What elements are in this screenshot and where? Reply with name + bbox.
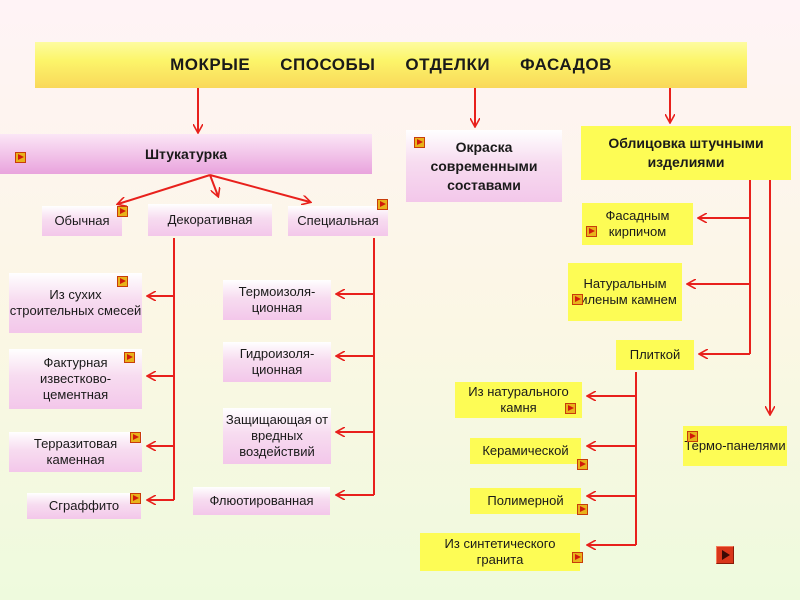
- cladding-label: Облицовка штучными изделиями: [608, 135, 764, 170]
- item-fluorinated-label: Флюотированная: [209, 493, 314, 508]
- play-icon[interactable]: [15, 152, 26, 163]
- play-icon[interactable]: [577, 504, 588, 515]
- item-polymer-label: Полимерной: [487, 493, 564, 508]
- play-icon[interactable]: [572, 294, 583, 305]
- item-stone-label: Натуральным пиленым камнем: [573, 276, 677, 307]
- play-icon[interactable]: [130, 493, 141, 504]
- type-special-label: Специальная: [297, 213, 379, 228]
- play-icon[interactable]: [586, 226, 597, 237]
- item-thermo-insulation: Термоизоля-ционная: [223, 280, 331, 320]
- arrow-plaster-ordinary: [118, 174, 211, 204]
- item-synthetic-granite-label: Из синтетического гранита: [444, 536, 556, 567]
- nav-next-icon[interactable]: [716, 546, 734, 564]
- item-sgraffito-label: Сграффито: [48, 498, 120, 513]
- play-icon[interactable]: [117, 276, 128, 287]
- cladding-box: Облицовка штучными изделиями: [581, 126, 791, 180]
- type-ordinary-label: Обычная: [54, 213, 110, 228]
- play-icon[interactable]: [414, 137, 425, 148]
- arrow-plaster-special: [209, 174, 310, 202]
- item-thermo-insulation-label: Термоизоля-ционная: [238, 284, 316, 315]
- diagram-title: МОКРЫЕ СПОСОБЫ ОТДЕЛКИ ФАСАДОВ: [35, 42, 747, 88]
- item-brick-label: Фасадным кирпичом: [605, 208, 670, 239]
- item-terrazite: Терразитовая каменная: [9, 432, 142, 472]
- type-decorative: Декоративная: [148, 204, 272, 236]
- arrow-plaster-decorative: [209, 174, 218, 196]
- play-icon[interactable]: [687, 431, 698, 442]
- item-dry-mix: Из сухих строительных смесей: [9, 273, 142, 333]
- play-icon[interactable]: [377, 199, 388, 210]
- play-icon[interactable]: [572, 552, 583, 563]
- item-stone: Натуральным пиленым камнем: [568, 263, 682, 321]
- plaster-box: Штукатурка: [0, 134, 372, 174]
- item-protective-label: Защищающая от вредных воздействий: [225, 412, 329, 459]
- item-natural-stone: Из натурального камня: [455, 382, 582, 418]
- item-ceramic-label: Керамической: [482, 443, 569, 458]
- item-ceramic: Керамической: [470, 438, 581, 464]
- painting-label: Окраска современными составами: [430, 138, 538, 193]
- item-synthetic-granite: Из синтетического гранита: [420, 533, 580, 571]
- play-icon[interactable]: [130, 432, 141, 443]
- title-word-4: ФАСАДОВ: [520, 55, 612, 74]
- item-terrazite-label: Терразитовая каменная: [33, 436, 118, 467]
- title-word-3: ОТДЕЛКИ: [405, 55, 491, 74]
- item-natural-stone-label: Из натурального камня: [468, 384, 569, 415]
- item-hydro-insulation: Гидроизоля-ционная: [223, 342, 331, 382]
- type-special: Специальная: [288, 206, 388, 236]
- play-icon[interactable]: [124, 352, 135, 363]
- painting-box: Окраска современными составами: [406, 130, 562, 202]
- item-hydro-insulation-label: Гидроизоля-ционная: [239, 346, 315, 377]
- item-tile-label: Плиткой: [629, 347, 681, 362]
- type-ordinary: Обычная: [42, 206, 122, 236]
- item-polymer: Полимерной: [470, 488, 581, 514]
- item-textured-label: Фактурная известково-цементная: [39, 355, 112, 402]
- type-decorative-label: Декоративная: [167, 212, 253, 227]
- item-protective: Защищающая от вредных воздействий: [223, 408, 331, 464]
- item-dry-mix-label: Из сухих строительных смесей: [9, 287, 142, 318]
- item-sgraffito: Сграффито: [27, 493, 141, 519]
- title-word-1: МОКРЫЕ: [170, 55, 251, 74]
- play-icon[interactable]: [565, 403, 576, 414]
- item-brick: Фасадным кирпичом: [582, 203, 693, 245]
- title-word-2: СПОСОБЫ: [280, 55, 376, 74]
- item-tile: Плиткой: [616, 340, 694, 370]
- item-thermo-panels: Термо-панелями: [683, 426, 787, 466]
- item-fluorinated: Флюотированная: [193, 487, 330, 515]
- play-icon[interactable]: [577, 459, 588, 470]
- item-thermo-panels-label: Термо-панелями: [684, 438, 786, 453]
- item-textured: Фактурная известково-цементная: [9, 349, 142, 409]
- plaster-label: Штукатурка: [144, 146, 227, 162]
- play-icon[interactable]: [117, 206, 128, 217]
